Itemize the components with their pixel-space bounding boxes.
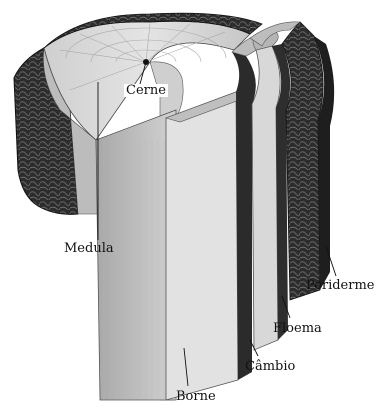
xylem-wedge bbox=[166, 92, 238, 400]
label-cambio: Câmbio bbox=[245, 360, 295, 373]
label-medula: Medula bbox=[64, 242, 114, 255]
periderm-layer bbox=[282, 22, 323, 300]
label-cerne: Cerne bbox=[124, 84, 168, 97]
label-borne: Borne bbox=[176, 390, 216, 403]
phloem-layer bbox=[252, 46, 280, 350]
label-floema: Floema bbox=[273, 322, 322, 335]
label-periderme: Periderme bbox=[306, 279, 374, 292]
